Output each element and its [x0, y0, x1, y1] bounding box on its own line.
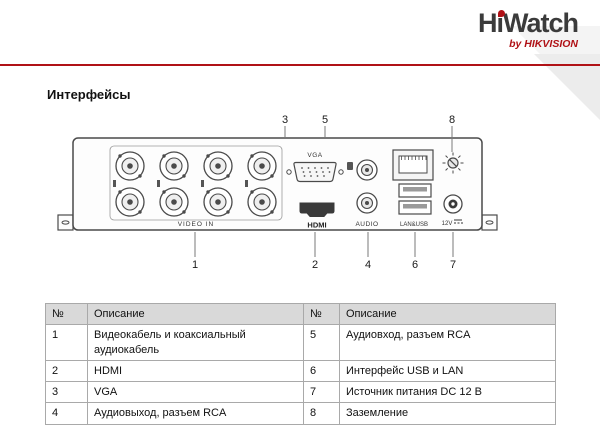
bnc-connector — [247, 187, 277, 217]
channel-mark — [157, 180, 160, 187]
cell-desc: VGA — [87, 381, 304, 404]
channel-mark — [201, 180, 204, 187]
hdmi-label: HDMI — [307, 221, 326, 230]
cell-num: 3 — [45, 381, 88, 404]
channel-mark — [113, 180, 116, 187]
header-desc-left: Описание — [87, 302, 304, 326]
vga-screw — [338, 169, 344, 175]
bnc-connector — [247, 151, 277, 181]
cell-desc: Заземление — [339, 402, 556, 425]
callout-lines — [194, 126, 454, 257]
power-jack: 12V — [442, 194, 463, 227]
audio-label: AUDIO — [355, 221, 378, 228]
cell-num: 5 — [303, 324, 340, 361]
audio-in-mark — [347, 162, 353, 170]
logo-brand-text: HiWatch — [478, 8, 579, 38]
header-num-left: № — [45, 302, 88, 326]
cell-desc: Интерфейс USB и LAN — [339, 359, 556, 383]
bnc-connector — [159, 151, 189, 181]
ground-screw — [442, 152, 464, 174]
callout-4-number: 4 — [365, 259, 371, 271]
header-desc-right: Описание — [339, 302, 556, 326]
table-row: 4 Аудиовыход, разъем RCA 8 Заземление — [45, 402, 556, 425]
mounting-slot-left — [61, 220, 70, 225]
audio-in-jack — [356, 159, 378, 181]
cell-desc: Аудиовыход, разъем RCA — [87, 402, 304, 425]
cell-num: 6 — [303, 359, 340, 383]
hiwatch-logo: HiWatch by HIKVISION — [478, 8, 579, 51]
cell-desc: Источник питания DC 12 В — [339, 381, 556, 404]
table-row: 1 Видеокабель и коаксиальный аудиокабель… — [45, 324, 556, 361]
callout-1-number: 1 — [192, 259, 198, 271]
cell-num: 1 — [45, 324, 88, 361]
logo-byline: by HIKVISION — [509, 38, 578, 50]
cell-desc: Аудиовход, разъем RCA — [339, 324, 556, 361]
dc-symbol — [454, 219, 463, 224]
audio-out-jack — [356, 192, 378, 214]
callout-numbers: 3 5 8 1 2 4 6 7 — [192, 114, 456, 271]
callout-5-number: 5 — [322, 114, 328, 126]
mounting-slot-right — [485, 220, 494, 225]
vga-screw — [286, 169, 292, 175]
bnc-connector — [203, 151, 233, 181]
table-row: 2 HDMI 6 Интерфейс USB и LAN — [45, 359, 556, 383]
header-divider — [0, 64, 600, 66]
callout-2-number: 2 — [312, 259, 318, 271]
bnc-connector — [203, 187, 233, 217]
callout-3-number: 3 — [282, 114, 288, 126]
rear-panel-diagram: VIDEO IN VGA HDMI AUDIO — [57, 114, 498, 271]
table-row: 3 VGA 7 Источник питания DC 12 В — [45, 381, 556, 404]
callout-6-number: 6 — [412, 259, 418, 271]
video-in-label: VIDEO IN — [178, 221, 215, 228]
table-header-row: № Описание № Описание — [45, 302, 556, 326]
hdmi-port: HDMI — [299, 202, 335, 230]
vga-label: VGA — [307, 152, 322, 159]
cell-num: 2 — [45, 359, 88, 383]
vga-port: VGA — [286, 152, 344, 183]
cell-desc: Видеокабель и коаксиальный аудиокабель — [87, 324, 304, 361]
callout-7-number: 7 — [450, 259, 456, 271]
cell-num: 7 — [303, 381, 340, 404]
bnc-connector — [159, 187, 189, 217]
ports-table: № Описание № Описание 1 Видеокабель и ко… — [45, 302, 556, 425]
cell-num: 4 — [45, 402, 88, 425]
logo-brand: HiWatch — [478, 8, 579, 38]
lan-usb-ports: LAN&USB — [392, 149, 434, 228]
power-label: 12V — [442, 221, 453, 227]
mounting-ear-left — [57, 214, 74, 231]
audio-jacks: AUDIO — [347, 159, 378, 228]
mounting-ear-right — [481, 214, 498, 231]
logo-red-dot — [498, 10, 505, 17]
cell-desc: HDMI — [87, 359, 304, 383]
channel-mark — [245, 180, 248, 187]
bnc-connector — [115, 151, 145, 181]
bnc-connector — [115, 187, 145, 217]
header-num-right: № — [303, 302, 340, 326]
video-in-block: VIDEO IN — [109, 145, 283, 228]
cell-num: 8 — [303, 402, 340, 425]
lan-usb-label: LAN&USB — [400, 222, 428, 228]
callout-8-number: 8 — [449, 114, 455, 126]
page-title: Интерфейсы — [47, 87, 131, 102]
